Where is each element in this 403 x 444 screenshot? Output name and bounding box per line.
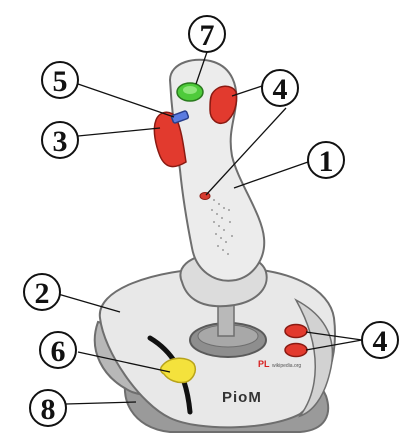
- brand-logo: PioM: [222, 389, 262, 406]
- callout-4-top: 4: [262, 70, 298, 106]
- callout-3: 3: [42, 122, 78, 158]
- base-button-upper[interactable]: [285, 325, 307, 338]
- svg-text:4: 4: [273, 73, 288, 106]
- callout-6: 6: [40, 332, 76, 368]
- callout-8: 8: [30, 390, 66, 426]
- base-button-lower[interactable]: [285, 344, 307, 357]
- watermark-pl: PL: [258, 359, 270, 369]
- callout-2: 2: [24, 274, 60, 310]
- svg-text:1: 1: [319, 145, 334, 178]
- callout-4-base: 4: [362, 322, 398, 358]
- handle-side-button[interactable]: [200, 193, 210, 200]
- callout-5: 5: [42, 62, 78, 98]
- svg-text:3: 3: [53, 125, 68, 158]
- svg-text:7: 7: [200, 19, 215, 52]
- svg-text:8: 8: [41, 393, 56, 426]
- callout-1: 1: [308, 142, 344, 178]
- watermark-site: wikipedia.org: [272, 363, 301, 369]
- svg-text:4: 4: [373, 325, 388, 358]
- svg-text:5: 5: [53, 65, 68, 98]
- callout-7: 7: [189, 16, 225, 52]
- svg-text:6: 6: [51, 335, 66, 368]
- svg-text:2: 2: [35, 277, 50, 310]
